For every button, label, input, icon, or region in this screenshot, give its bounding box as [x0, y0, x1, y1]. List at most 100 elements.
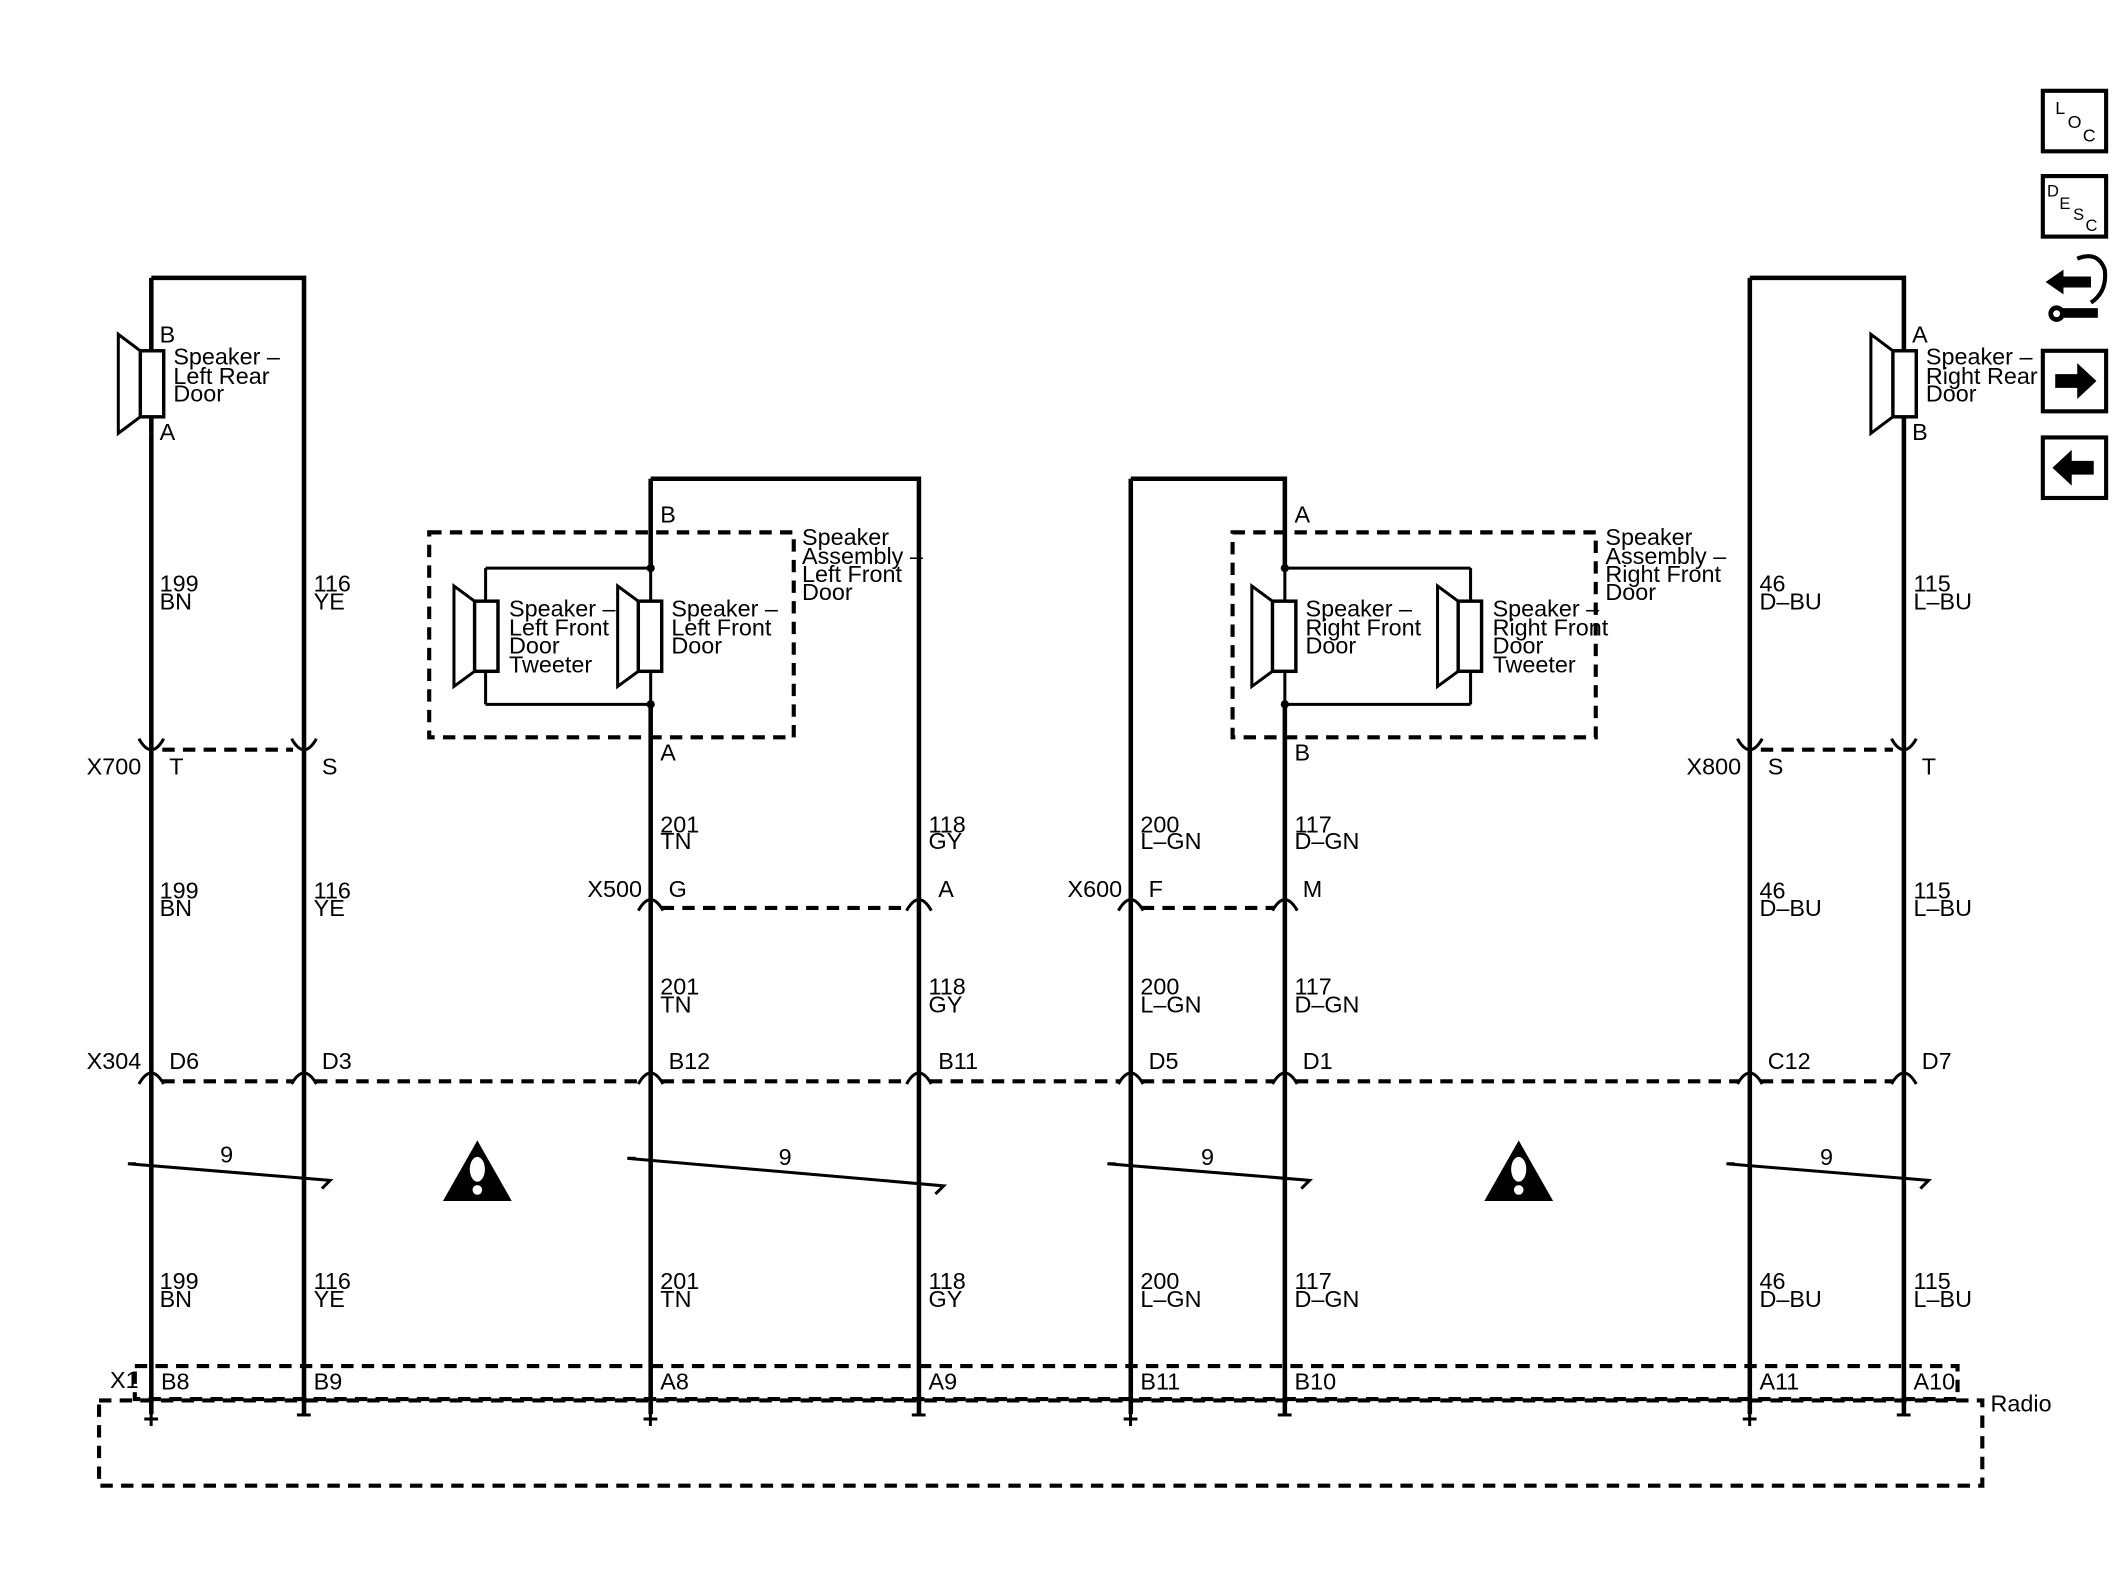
- svg-text:S: S: [2073, 206, 2084, 224]
- svg-text:L: L: [2055, 98, 2065, 118]
- svg-text:D7: D7: [1922, 1048, 1952, 1074]
- x1-connector-label: X1: [110, 1367, 139, 1393]
- svg-text:D–BU: D–BU: [1759, 1286, 1821, 1312]
- svg-text:46: 46: [1759, 1268, 1785, 1294]
- svg-text:Assembly –: Assembly –: [1605, 543, 1726, 569]
- svg-text:115: 115: [1914, 571, 1951, 597]
- speaker-right-rear-door: A B Speaker – Right Rear Door: [1869, 322, 2038, 445]
- svg-text:201: 201: [660, 974, 699, 1000]
- svg-text:B: B: [1912, 419, 1928, 445]
- speaker-assembly-right-front-door: A B Speaker – Right Front Door Speaker –…: [1230, 502, 1726, 766]
- svg-text:118: 118: [929, 1268, 966, 1294]
- svg-text:9: 9: [220, 1141, 233, 1167]
- svg-text:Door: Door: [1605, 579, 1656, 605]
- svg-text:199: 199: [160, 877, 199, 903]
- back-arrow-button[interactable]: [2040, 435, 2109, 501]
- svg-text:−: −: [296, 1399, 312, 1430]
- svg-text:Left Front: Left Front: [802, 561, 903, 587]
- svg-text:Speaker –: Speaker –: [1493, 595, 1600, 621]
- svg-text:D–GN: D–GN: [1294, 991, 1359, 1017]
- x1-pin-labels: B8 B9 A8 A9 B11 B10 A11 A10: [161, 1368, 1955, 1394]
- svg-text:M: M: [1303, 876, 1322, 902]
- svg-text:9: 9: [1201, 1144, 1214, 1170]
- svg-text:201: 201: [660, 811, 699, 837]
- connector-x304: X304 D6 D3 B12 B11 D5 D1 C12 D7: [87, 1048, 1952, 1085]
- svg-text:A: A: [160, 419, 176, 445]
- svg-text:Left Front: Left Front: [671, 615, 772, 641]
- svg-text:Door: Door: [802, 579, 853, 605]
- svg-text:C: C: [2085, 217, 2097, 235]
- svg-text:BN: BN: [160, 588, 192, 614]
- svg-text:Left Rear: Left Rear: [173, 363, 269, 389]
- svg-text:Right Rear: Right Rear: [1926, 363, 2038, 389]
- svg-text:L–GN: L–GN: [1140, 828, 1201, 854]
- polarity-marks: + − + − + − + −: [143, 1399, 1912, 1434]
- svg-text:+: +: [143, 1403, 159, 1434]
- svg-text:TN: TN: [660, 828, 691, 854]
- svg-text:Door: Door: [671, 632, 722, 658]
- svg-text:L–GN: L–GN: [1140, 1286, 1201, 1312]
- svg-text:200: 200: [1140, 974, 1179, 1000]
- svg-text:201: 201: [660, 1268, 699, 1294]
- svg-text:YE: YE: [314, 895, 345, 921]
- svg-text:D6: D6: [169, 1048, 199, 1074]
- svg-text:Speaker –: Speaker –: [671, 595, 778, 621]
- svg-text:D–GN: D–GN: [1294, 828, 1359, 854]
- svg-text:A10: A10: [1914, 1368, 1956, 1394]
- wires: [149, 275, 1907, 1415]
- svg-text:118: 118: [929, 811, 966, 837]
- svg-text:200: 200: [1140, 1268, 1179, 1294]
- svg-text:Speaker –: Speaker –: [1305, 595, 1412, 621]
- svg-text:Right Front: Right Front: [1493, 615, 1609, 641]
- radio-module: Radio X1: [96, 1363, 2052, 1488]
- svg-text:L–BU: L–BU: [1914, 588, 1972, 614]
- warning-icon: [1484, 1140, 1554, 1201]
- svg-text:Right Front: Right Front: [1605, 561, 1721, 587]
- connector-x500: X500 G A: [587, 876, 954, 912]
- svg-text:Right Front: Right Front: [1305, 615, 1421, 641]
- svg-text:Speaker: Speaker: [1605, 524, 1692, 550]
- svg-text:T: T: [169, 753, 183, 779]
- next-arrow-button[interactable]: [2040, 348, 2109, 414]
- svg-text:115: 115: [1914, 877, 1951, 903]
- radio-label: Radio: [1991, 1390, 2052, 1416]
- svg-text:117: 117: [1294, 811, 1331, 837]
- svg-text:−: −: [911, 1399, 927, 1430]
- connector-x700: X700 T S: [87, 737, 338, 779]
- svg-text:A: A: [660, 740, 676, 766]
- svg-text:A9: A9: [929, 1368, 958, 1394]
- svg-text:9: 9: [1820, 1144, 1833, 1170]
- svg-text:X500: X500: [587, 876, 642, 902]
- loc-button[interactable]: L O C: [2040, 88, 2109, 154]
- svg-text:D5: D5: [1149, 1048, 1179, 1074]
- svg-text:Door: Door: [173, 381, 224, 407]
- svg-text:116: 116: [314, 877, 351, 903]
- svg-text:E: E: [2059, 195, 2070, 213]
- svg-text:B11: B11: [938, 1048, 978, 1074]
- svg-text:GY: GY: [929, 1286, 963, 1312]
- svg-text:Door: Door: [1305, 632, 1356, 658]
- svg-text:Speaker –: Speaker –: [173, 344, 280, 370]
- svg-text:TN: TN: [660, 1286, 691, 1312]
- svg-text:TN: TN: [660, 991, 691, 1017]
- svg-text:+: +: [642, 1403, 658, 1434]
- svg-text:S: S: [322, 753, 338, 779]
- svg-text:BN: BN: [160, 1286, 192, 1312]
- svg-text:X700: X700: [87, 753, 142, 779]
- svg-text:−: −: [1277, 1399, 1293, 1430]
- svg-text:B: B: [660, 502, 676, 528]
- svg-text:T: T: [1922, 753, 1936, 779]
- svg-text:B10: B10: [1294, 1368, 1336, 1394]
- svg-text:B11: B11: [1140, 1368, 1180, 1394]
- desc-button[interactable]: D E S C: [2040, 174, 2109, 239]
- svg-text:117: 117: [1294, 974, 1331, 1000]
- connector-tool-icon[interactable]: [2045, 254, 2108, 322]
- svg-text:116: 116: [314, 1268, 351, 1294]
- svg-text:+: +: [1123, 1403, 1139, 1434]
- svg-text:D: D: [2047, 183, 2059, 201]
- svg-text:46: 46: [1759, 571, 1785, 597]
